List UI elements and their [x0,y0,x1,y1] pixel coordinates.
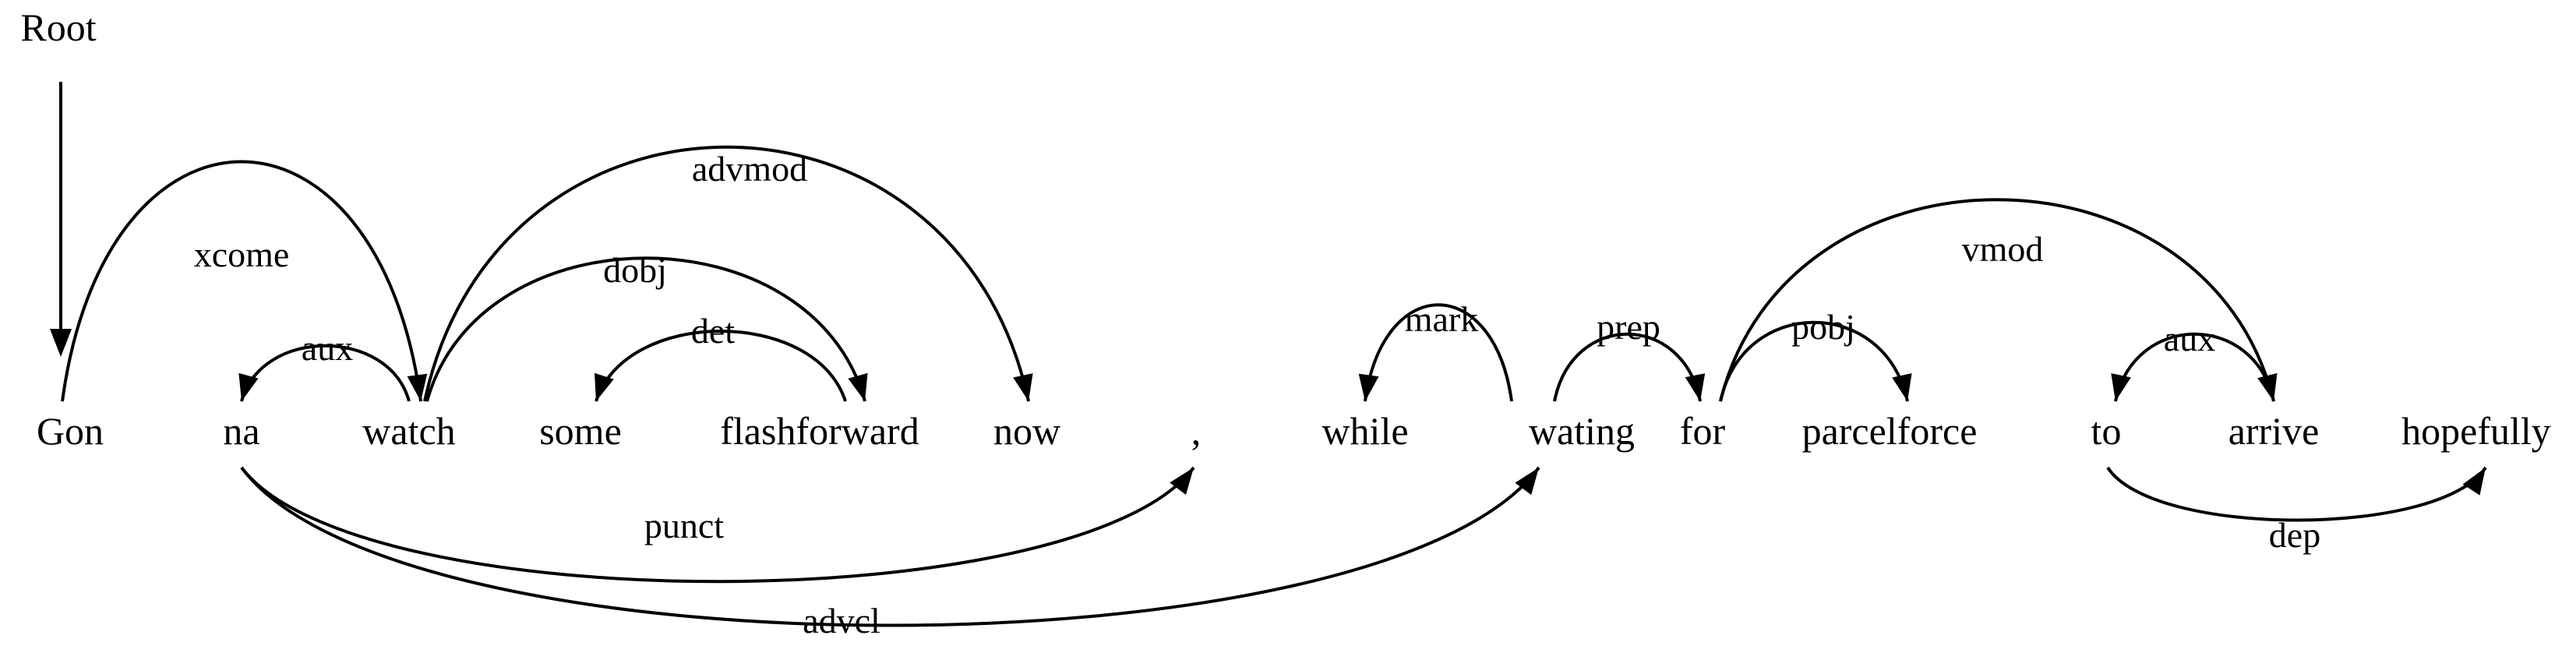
token-12: arrive [2228,409,2320,453]
label-advcl: advcl [803,601,880,641]
token-4: flashforward [720,409,919,453]
sentence-tokens: Gon na watch some flashforward now, while watin… [37,409,2551,453]
label-vmod: vmod [1962,229,2044,269]
arc-punct [240,466,1195,584]
arrowhead-punct [1170,468,1194,495]
label-dobj: dobj [603,250,667,290]
arc-dep [2106,466,2487,522]
dependency-arcs [61,145,2487,627]
arc-advmod [423,145,1030,402]
token-5: now [993,409,1060,453]
label-xcome: xcome [194,235,290,274]
arc-pobj [1719,320,1909,402]
root-arrowhead [50,329,72,357]
arrowhead-advcl [1515,468,1539,496]
token-8: wating [1529,409,1635,453]
token-2: watch [362,409,455,453]
label-punct: punct [644,506,724,545]
token-11: to [2091,409,2122,453]
label-advmod: advmod [692,149,807,189]
arrowhead-advmod [1013,373,1033,401]
label-pobj: pobj [1791,307,1855,347]
label-aux-2: aux [2164,319,2215,358]
arc-vmod [1719,198,2275,402]
token-13: hopefully [2401,409,2551,453]
arc-dobj [425,256,866,402]
arc-aux-2 [2114,332,2275,402]
token-7: while [1322,409,1408,453]
label-mark: mark [1405,299,1479,339]
arrowhead-aux-2 [2111,373,2131,401]
root-marker: Root [20,5,97,357]
arrowhead-xcome [407,373,428,401]
arc-advcl [240,466,1540,627]
label-prep: prep [1597,307,1660,347]
arrowhead-dep [2462,468,2486,496]
arrowhead-det [595,372,614,401]
label-det: det [691,311,735,351]
arc-xcome [61,160,422,402]
token-1: na [223,409,259,453]
arc-prep [1553,332,1702,402]
token-10: parcelforce [1802,409,1978,453]
root-label: Root [20,5,96,49]
token-3: some [539,409,622,453]
arrowhead-prep [1685,373,1706,401]
token-6: , [1191,409,1202,453]
arrowhead-mark [1358,373,1379,401]
token-9: for [1680,409,1726,453]
arc-aux-1 [240,344,411,402]
arrowhead-pobj [1892,373,1912,401]
arrowhead-dobj [848,372,868,401]
arc-mark [1364,303,1513,402]
arrowhead-aux-1 [238,372,259,401]
label-dep: dep [2269,515,2320,555]
token-0: Gon [37,409,104,453]
arc-det [595,330,847,402]
label-aux-1: aux [302,328,353,368]
